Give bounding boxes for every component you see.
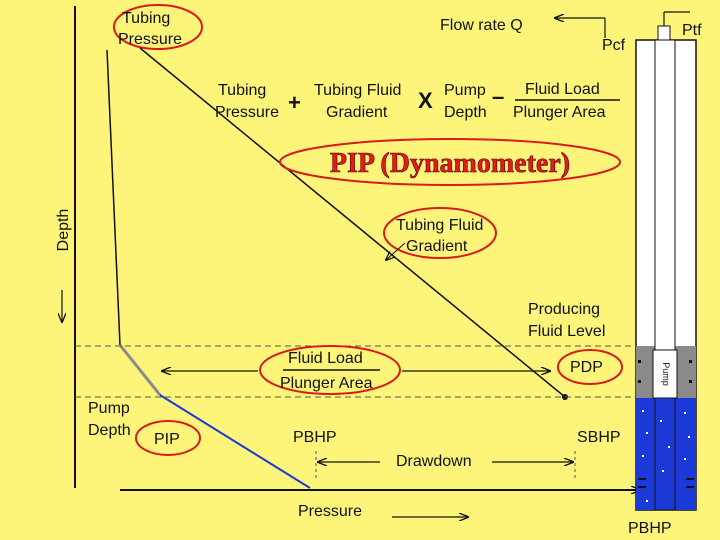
pip-highlight [135,420,201,456]
formula-term2-line2: Gradient [326,104,388,121]
fluid-bubbles [642,410,690,502]
pbhp-label: PBHP [293,429,337,446]
formula-term4-denominator: Plunger Area [513,104,606,121]
pbhp-bottom-label: PBHP [628,520,672,537]
tubing-pressure-top-1: Tubing [122,10,170,27]
tubing-fluid-gradient-line [139,47,566,398]
formula-term3-line2: Depth [444,104,487,121]
producing-fluid-level-label-1: Producing [528,301,600,318]
diagram-title: PIP (Dynamometer) [330,148,570,179]
tubing-pressure-highlight [113,4,203,50]
tubing-fluid-gradient-label-1: Tubing Fluid [396,217,483,234]
tubing-fluid [654,397,676,511]
gas-column-gradient [118,344,162,396]
producing-fluid-level-label-2: Fluid Level [528,323,605,340]
pdp-label: PDP [570,359,603,376]
tubing-pressure-top-2: Pressure [118,31,182,48]
sbhp-label: SBHP [577,429,621,446]
casing-pressure-line [106,49,121,346]
pdp-highlight [557,349,623,385]
formula-term1-line2: Pressure [215,104,279,121]
pcf-label: Pcf [602,37,626,54]
tubing-fluid-gradient-highlight [383,207,497,259]
pip-label: PIP [154,431,180,448]
ptf-label: Ptf [682,22,702,39]
pump-depth-label-2: Depth [88,422,131,439]
fluid-load-label-1: Fluid Load [288,350,363,367]
casing-fluid-gradient [159,394,311,489]
pump-label: Pump [661,362,671,386]
drawdown-label: Drawdown [396,453,472,470]
flow-rate-label: Flow rate Q [440,17,523,34]
formula-term3-line1: Pump [444,82,486,99]
depth-axis-label: Depth [55,209,72,252]
pump-depth-label-1: Pump [88,400,130,417]
formula-plus: + [288,90,301,115]
formula-term1-line1: Tubing [218,82,266,99]
tubing-fluid-gradient-pointer [386,242,406,260]
pump-body [652,349,678,399]
wellhead [657,25,671,41]
formula-term2-line1: Tubing Fluid [314,82,401,99]
fluid-load-label-2: Plunger Area [280,375,373,392]
tubing-fluid-gradient-label-2: Gradient [406,238,468,255]
fluid-load-highlight [259,345,401,395]
wellbore-schematic: Pump [635,11,697,511]
formula-times: X [418,88,433,113]
perforations [638,360,694,488]
pressure-axis-label: Pressure [298,503,362,520]
formula-minus: – [492,84,504,109]
title-highlight [279,138,621,186]
formula-term4-numerator: Fluid Load [525,81,600,98]
